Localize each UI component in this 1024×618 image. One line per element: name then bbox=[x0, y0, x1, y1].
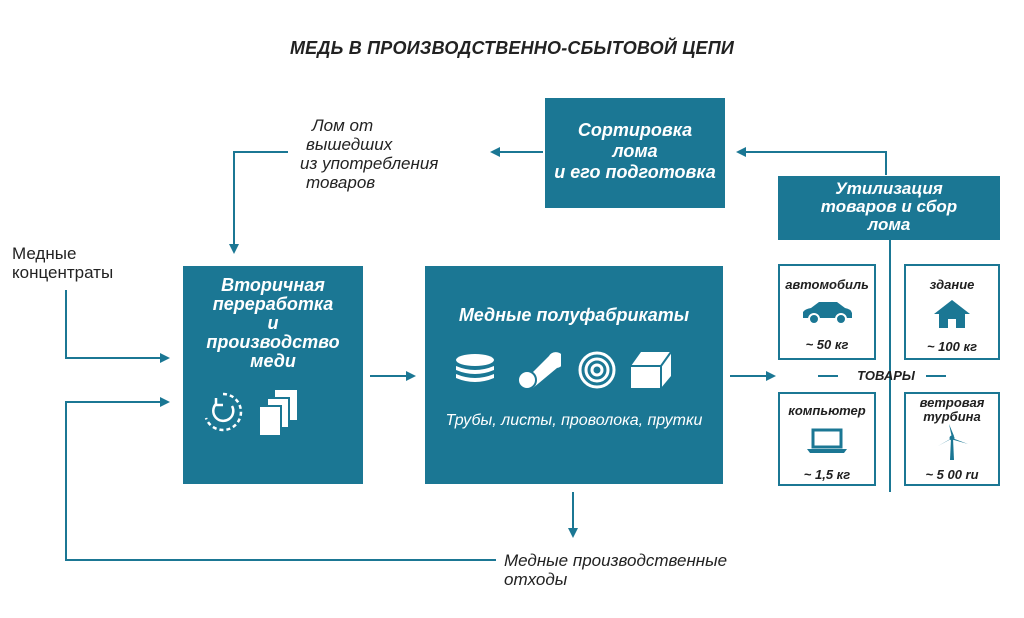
concentrates-label: Медные концентраты bbox=[12, 244, 172, 282]
waste-line-2: отходы bbox=[504, 570, 568, 589]
secondary-line-4: производство bbox=[206, 332, 340, 352]
sorting-line-1: Сортировка bbox=[577, 120, 693, 140]
waste-label: Медные производственные отходы bbox=[504, 551, 824, 589]
arrow-scrap-to-secondary bbox=[229, 151, 288, 254]
secondary-line-3: и bbox=[267, 313, 279, 333]
house-icon bbox=[932, 298, 972, 335]
goods-building-name: здание bbox=[929, 277, 975, 292]
documents-icon bbox=[255, 388, 301, 440]
goods-item-building: здание ~ 100 кг bbox=[904, 264, 1000, 360]
goods-turbine-name-line-1: ветровая bbox=[919, 395, 985, 410]
arrow-waste-to-secondary bbox=[65, 397, 496, 561]
wind-turbine-icon bbox=[932, 424, 972, 465]
scrap-label: Лом от вышедших из употребления товаров bbox=[300, 116, 500, 192]
pipe-icon bbox=[515, 350, 564, 395]
secondary-line-1: Вторичная bbox=[221, 275, 325, 295]
laptop-icon bbox=[805, 428, 849, 459]
sorting-line-3: и его подготовка bbox=[554, 162, 716, 182]
goods-item-computer: компьютер ~ 1,5 кг bbox=[778, 392, 876, 486]
semi-caption: Трубы, листы, проволока, прутки bbox=[445, 412, 703, 429]
goods-item-wind-turbine: ветровая турбина ~ 5 00 ru bbox=[904, 392, 1000, 486]
sorting-line-2: лома bbox=[612, 141, 658, 161]
waste-line-1: Медные производственные bbox=[504, 551, 728, 570]
recycle-icon bbox=[199, 388, 247, 436]
goods-car-value: ~ 50 кг bbox=[805, 337, 849, 352]
wire-coil-icon bbox=[577, 350, 617, 395]
goods-car-name: автомобиль bbox=[785, 277, 869, 292]
secondary-line-2: переработка bbox=[212, 294, 334, 314]
arrow-concentrates-to-secondary bbox=[65, 290, 170, 363]
scrap-line-4: товаров bbox=[306, 173, 376, 192]
scrap-line-1: Лом от bbox=[312, 116, 374, 135]
concentrates-line-2: концентраты bbox=[12, 263, 114, 282]
goods-turbine-value: ~ 5 00 ru bbox=[925, 467, 979, 482]
concentrates-line-1: Медные bbox=[12, 244, 77, 263]
page-title: МЕДЬ В ПРОИЗВОДСТВЕННО-СБЫТОВОЙ ЦЕПИ bbox=[289, 38, 735, 58]
recycling-line-1: Утилизация bbox=[835, 179, 943, 198]
recycling-line-2: товаров и сбор bbox=[820, 197, 958, 216]
coins-stack-icon bbox=[453, 352, 497, 391]
goods-computer-value: ~ 1,5 кг bbox=[803, 467, 851, 482]
goods-building-value: ~ 100 кг bbox=[926, 339, 978, 354]
goods-turbine-name-line-2: турбина bbox=[923, 409, 981, 424]
recycling-line-3: лома bbox=[867, 215, 911, 234]
arrow-recycling-to-sorting bbox=[736, 147, 887, 175]
car-icon bbox=[799, 300, 855, 331]
scrap-line-2: вышедших bbox=[306, 135, 393, 154]
recycling-box: Утилизация товаров и сбор лома bbox=[778, 176, 1000, 240]
scrap-line-3: из употребления bbox=[300, 154, 439, 173]
goods-label: ТОВАРЫ bbox=[857, 368, 915, 383]
semi-title: Медные полуфабрикаты bbox=[458, 305, 690, 325]
sorting-box: Сортировка лома и его подготовка bbox=[545, 98, 725, 208]
secondary-line-5: меди bbox=[250, 351, 296, 371]
semi-box: Медные полуфабрикаты Трубы, листы, прово… bbox=[425, 266, 723, 484]
goods-item-car: автомобиль ~ 50 кг bbox=[778, 264, 876, 360]
secondary-box: Вторичная переработка и производство мед… bbox=[183, 266, 363, 484]
goods-computer-name: компьютер bbox=[788, 403, 866, 418]
ingot-icon bbox=[627, 348, 675, 397]
